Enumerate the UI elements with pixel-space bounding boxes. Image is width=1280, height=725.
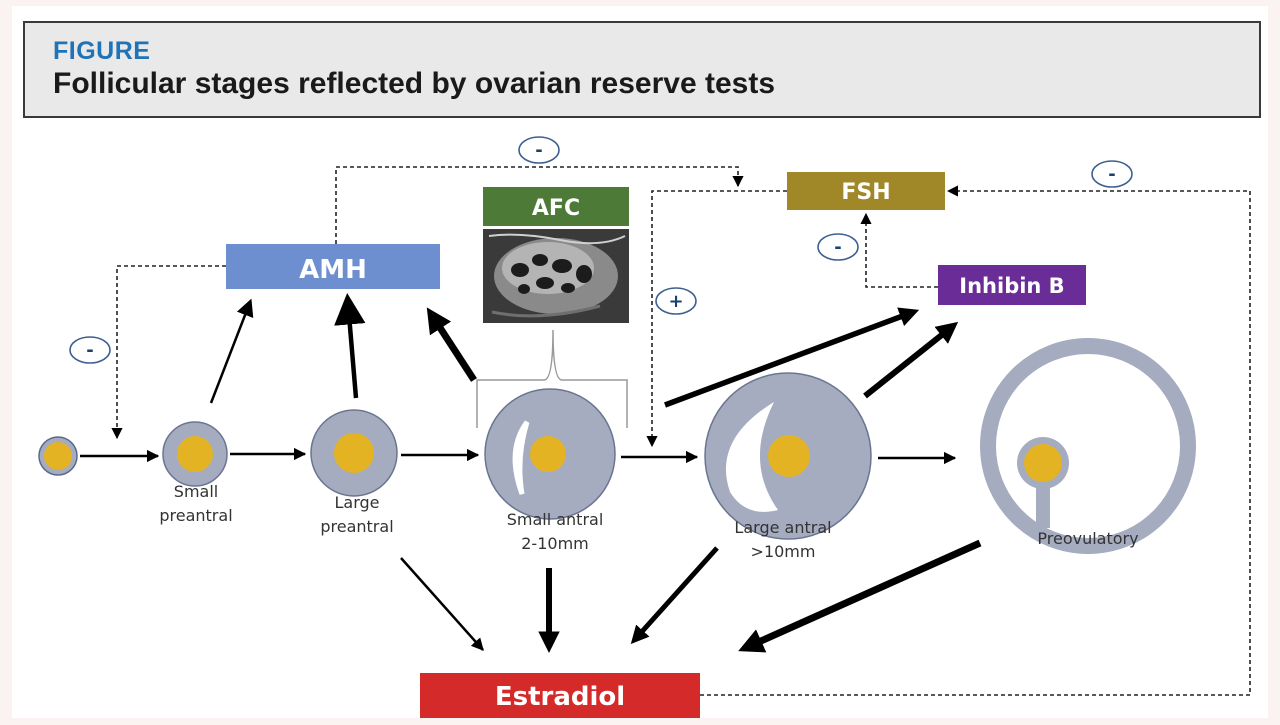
inhibin-label: Inhibin B <box>959 274 1064 298</box>
afc-bracket <box>476 329 628 428</box>
estradiol-box: Estradiol <box>420 673 700 718</box>
follicle-preovulatory <box>980 338 1196 554</box>
stage-label-large-antral: Large antral <box>734 518 831 537</box>
stage-label-small-preantral: Small <box>174 482 218 501</box>
arrow-large-preantral-to-estradiol <box>400 557 484 651</box>
fsh-box: FSH <box>787 172 945 210</box>
arrow-large-preantral-to-amh <box>334 293 366 399</box>
follicle-large-antral <box>704 372 872 540</box>
figure-kicker: FIGURE <box>53 37 151 65</box>
fsh-to-small-antral-line <box>646 190 787 448</box>
ultrasound-image <box>483 229 629 323</box>
figure-title: Follicular stages reflected by ovarian r… <box>53 67 776 100</box>
arrow-small-preantral-to-amh <box>209 298 254 404</box>
arrow-large-antral-to-estradiol <box>630 546 719 645</box>
amh-to-primordial-line <box>111 265 226 440</box>
arrow-small-antral-to-amh <box>426 307 477 382</box>
sign-amh-fsh: - <box>518 136 560 164</box>
amh-to-fsh-line <box>335 166 744 244</box>
sign-inhibin-fsh: - <box>817 233 859 261</box>
stage-label-small-antral: Small antral <box>507 510 604 529</box>
follicle-small-antral <box>484 388 616 520</box>
stage-label-preovulatory: Preovulatory <box>1037 529 1138 548</box>
estradiol-to-fsh-line <box>700 185 1251 696</box>
follicle-small-preantral <box>162 421 228 487</box>
amh-box: AMH <box>226 244 440 289</box>
follicle-primordial <box>38 436 78 476</box>
stage-label-large-preantral-2: preantral <box>320 517 393 536</box>
arrow-small-antral-to-inhibin <box>664 307 920 408</box>
svg-text:+: + <box>668 291 683 312</box>
progression-arrows <box>80 447 957 465</box>
arrow-large-antral-to-inhibin <box>863 321 959 399</box>
amh-label: AMH <box>299 255 367 285</box>
sign-estradiol-fsh: - <box>1091 160 1133 188</box>
svg-text:-: - <box>834 237 841 258</box>
svg-text:-: - <box>1108 164 1115 185</box>
afc-box: AFC <box>483 187 629 226</box>
fsh-label: FSH <box>841 180 890 205</box>
feedback-lines <box>111 166 1251 696</box>
sign-amh-primordial: - <box>69 336 111 364</box>
stage-label-small-preantral-2: preantral <box>159 506 232 525</box>
figure-header: FIGURE Follicular stages reflected by ov… <box>23 21 1261 118</box>
follicle-large-preantral <box>310 409 398 497</box>
arrow-preovulatory-to-estradiol <box>738 539 982 653</box>
inhibin-to-fsh-line <box>860 212 938 288</box>
production-arrows <box>209 293 982 653</box>
inhibin-box: Inhibin B <box>938 265 1086 305</box>
stage-label-large-antral-2: >10mm <box>751 542 816 561</box>
stage-label-small-antral-2: 2-10mm <box>521 534 588 553</box>
svg-text:-: - <box>535 140 542 161</box>
estradiol-label: Estradiol <box>495 682 625 712</box>
svg-text:-: - <box>86 340 93 361</box>
afc-label: AFC <box>532 196 580 221</box>
sign-fsh-small-antral: + <box>655 287 697 315</box>
stage-label-large-preantral: Large <box>334 493 379 512</box>
